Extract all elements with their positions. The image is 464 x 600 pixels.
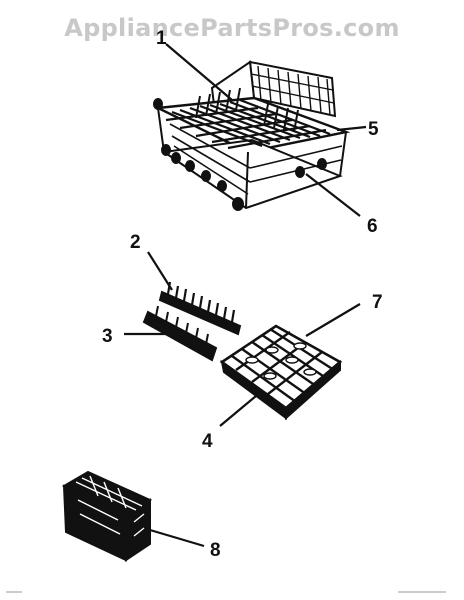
leader-4 [219,395,257,427]
callout-4: 4 [202,431,213,452]
callout-1: 1 [156,28,167,49]
callout-3: 3 [102,326,113,347]
tine-row [158,281,242,336]
leader-7 [305,303,361,337]
callout-8: 8 [210,540,221,561]
cup-shelf-rack [219,324,343,421]
callout-6: 6 [367,216,378,237]
callout-7: 7 [372,292,383,313]
leader-1 [165,43,233,101]
leader-8 [149,528,205,548]
leader-5 [336,125,367,132]
lower-dishrack [153,60,351,211]
tine-insert [142,305,218,362]
callout-2: 2 [130,232,141,253]
leader-lines [124,43,367,548]
callout-5: 5 [368,119,379,140]
watermark: AppliancePartsPros.com [64,14,400,42]
silverware-basket [61,470,153,562]
leader-6 [305,173,361,217]
leader-2 [147,251,173,291]
